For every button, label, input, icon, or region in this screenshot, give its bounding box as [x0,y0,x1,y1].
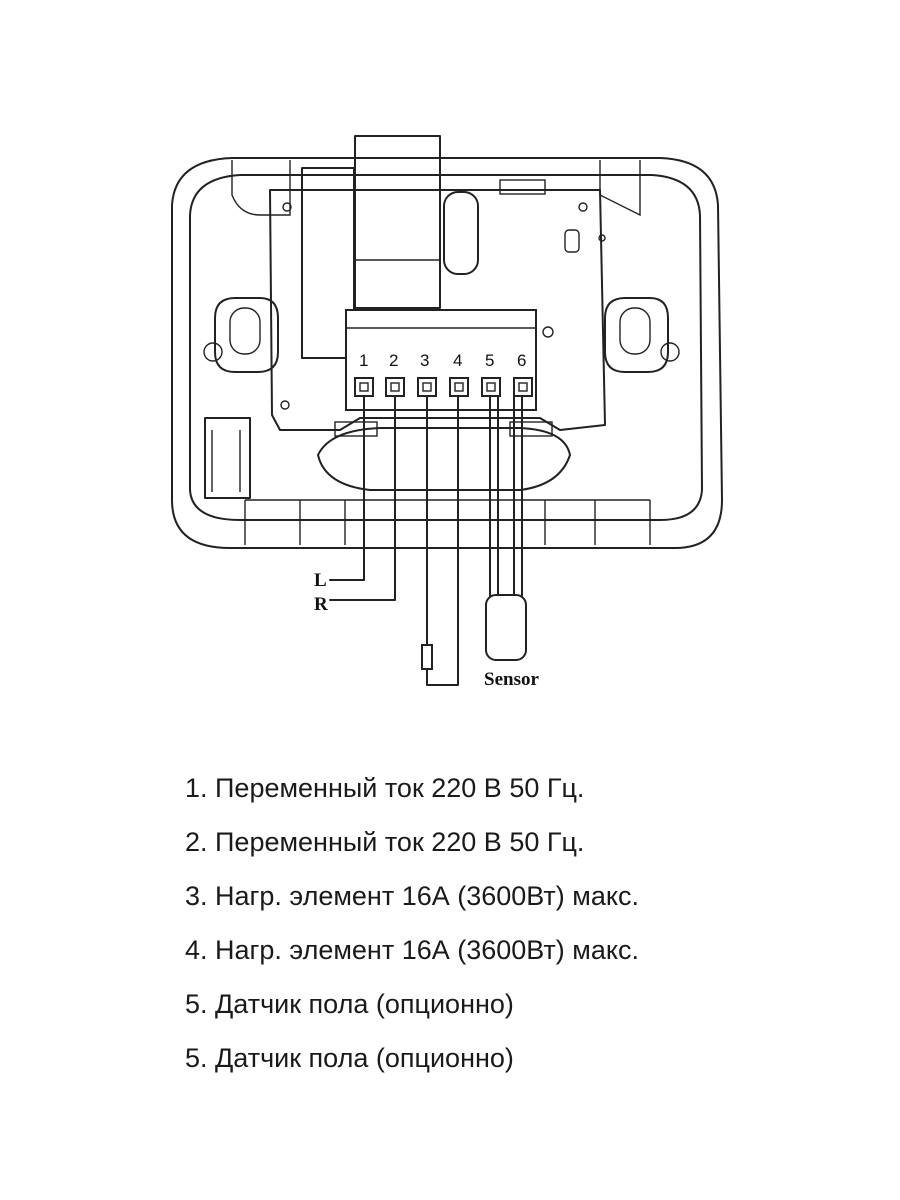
legend-item-5: 5. Датчик пола (опционно) [185,989,514,1019]
bottom-ribs [244,499,651,545]
legend-item-6: 5. Датчик пола (опционно) [185,1043,514,1073]
wire-label-R: R [314,594,328,615]
board-screw-hole [598,234,606,242]
transformer [354,135,441,309]
circuit-board [269,189,606,431]
wire-L [329,395,365,581]
legend-item-2: 2. Переменный ток 220 В 50 Гц. [185,827,585,857]
legend-item-1: 1. Переменный ток 220 В 50 Гц. [185,773,585,803]
capacitor [443,191,479,275]
board-screw-hole [282,202,292,212]
wire-R [329,395,396,601]
heating-element-resistor [421,644,433,670]
legend-item-3: 3. Нагр. элемент 16А (3600Вт) макс. [185,881,639,911]
thermostat-back-drawing: 1 2 3 4 5 6 L R Sensor [171,135,723,690]
cable-grommet [317,427,571,491]
terminal-number-5: 5 [485,351,494,370]
housing-outline [171,157,723,549]
top-right-tab [599,160,641,217]
legend-item-4: 4. Нагр. элемент 16А (3600Вт) макс. [185,935,639,965]
top-clip [499,179,546,195]
wire-load-3 [426,395,459,686]
board-screw-hole [578,202,588,212]
terminal-number-6: 6 [517,351,526,370]
right-mounting-hole [604,297,680,373]
board-screw-hole [280,400,290,410]
wire-label-L: L [314,570,327,591]
wire-label-sensor: Sensor [484,669,539,690]
wires [329,395,459,686]
left-mounting-hole [203,297,279,373]
terminal-number-4: 4 [453,351,462,370]
terminal-block [345,309,554,411]
side-connector [204,417,251,499]
terminal-legend: 1. Переменный ток 220 В 50 Гц. 2. Переме… [185,765,825,1089]
terminal-number-3: 3 [420,351,429,370]
wiring-diagram: 1 2 3 4 5 6 L R Sensor [171,135,723,690]
terminal-number-2: 2 [389,351,398,370]
floor-sensor-probe [485,395,527,661]
top-left-tab [231,160,291,216]
terminal-number-1: 1 [359,351,368,370]
housing-inner-rim [189,174,703,521]
small-component [564,229,580,253]
